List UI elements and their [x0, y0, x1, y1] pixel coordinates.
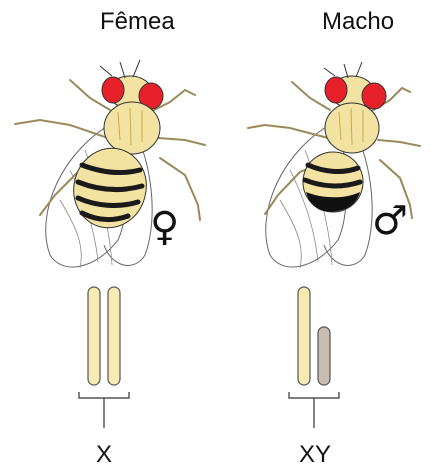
- female-chromosome-label: X: [96, 443, 112, 467]
- male-chromosome-label: XY: [299, 443, 331, 467]
- x-chromosome: [298, 287, 310, 385]
- female-bracket: [79, 392, 129, 428]
- mars-icon: ♂: [372, 198, 408, 244]
- male-bracket: [289, 392, 339, 428]
- y-chromosome: [318, 327, 330, 385]
- x-chromosome: [108, 287, 120, 385]
- x-chromosome: [88, 287, 100, 385]
- venus-icon: ♀: [150, 204, 179, 250]
